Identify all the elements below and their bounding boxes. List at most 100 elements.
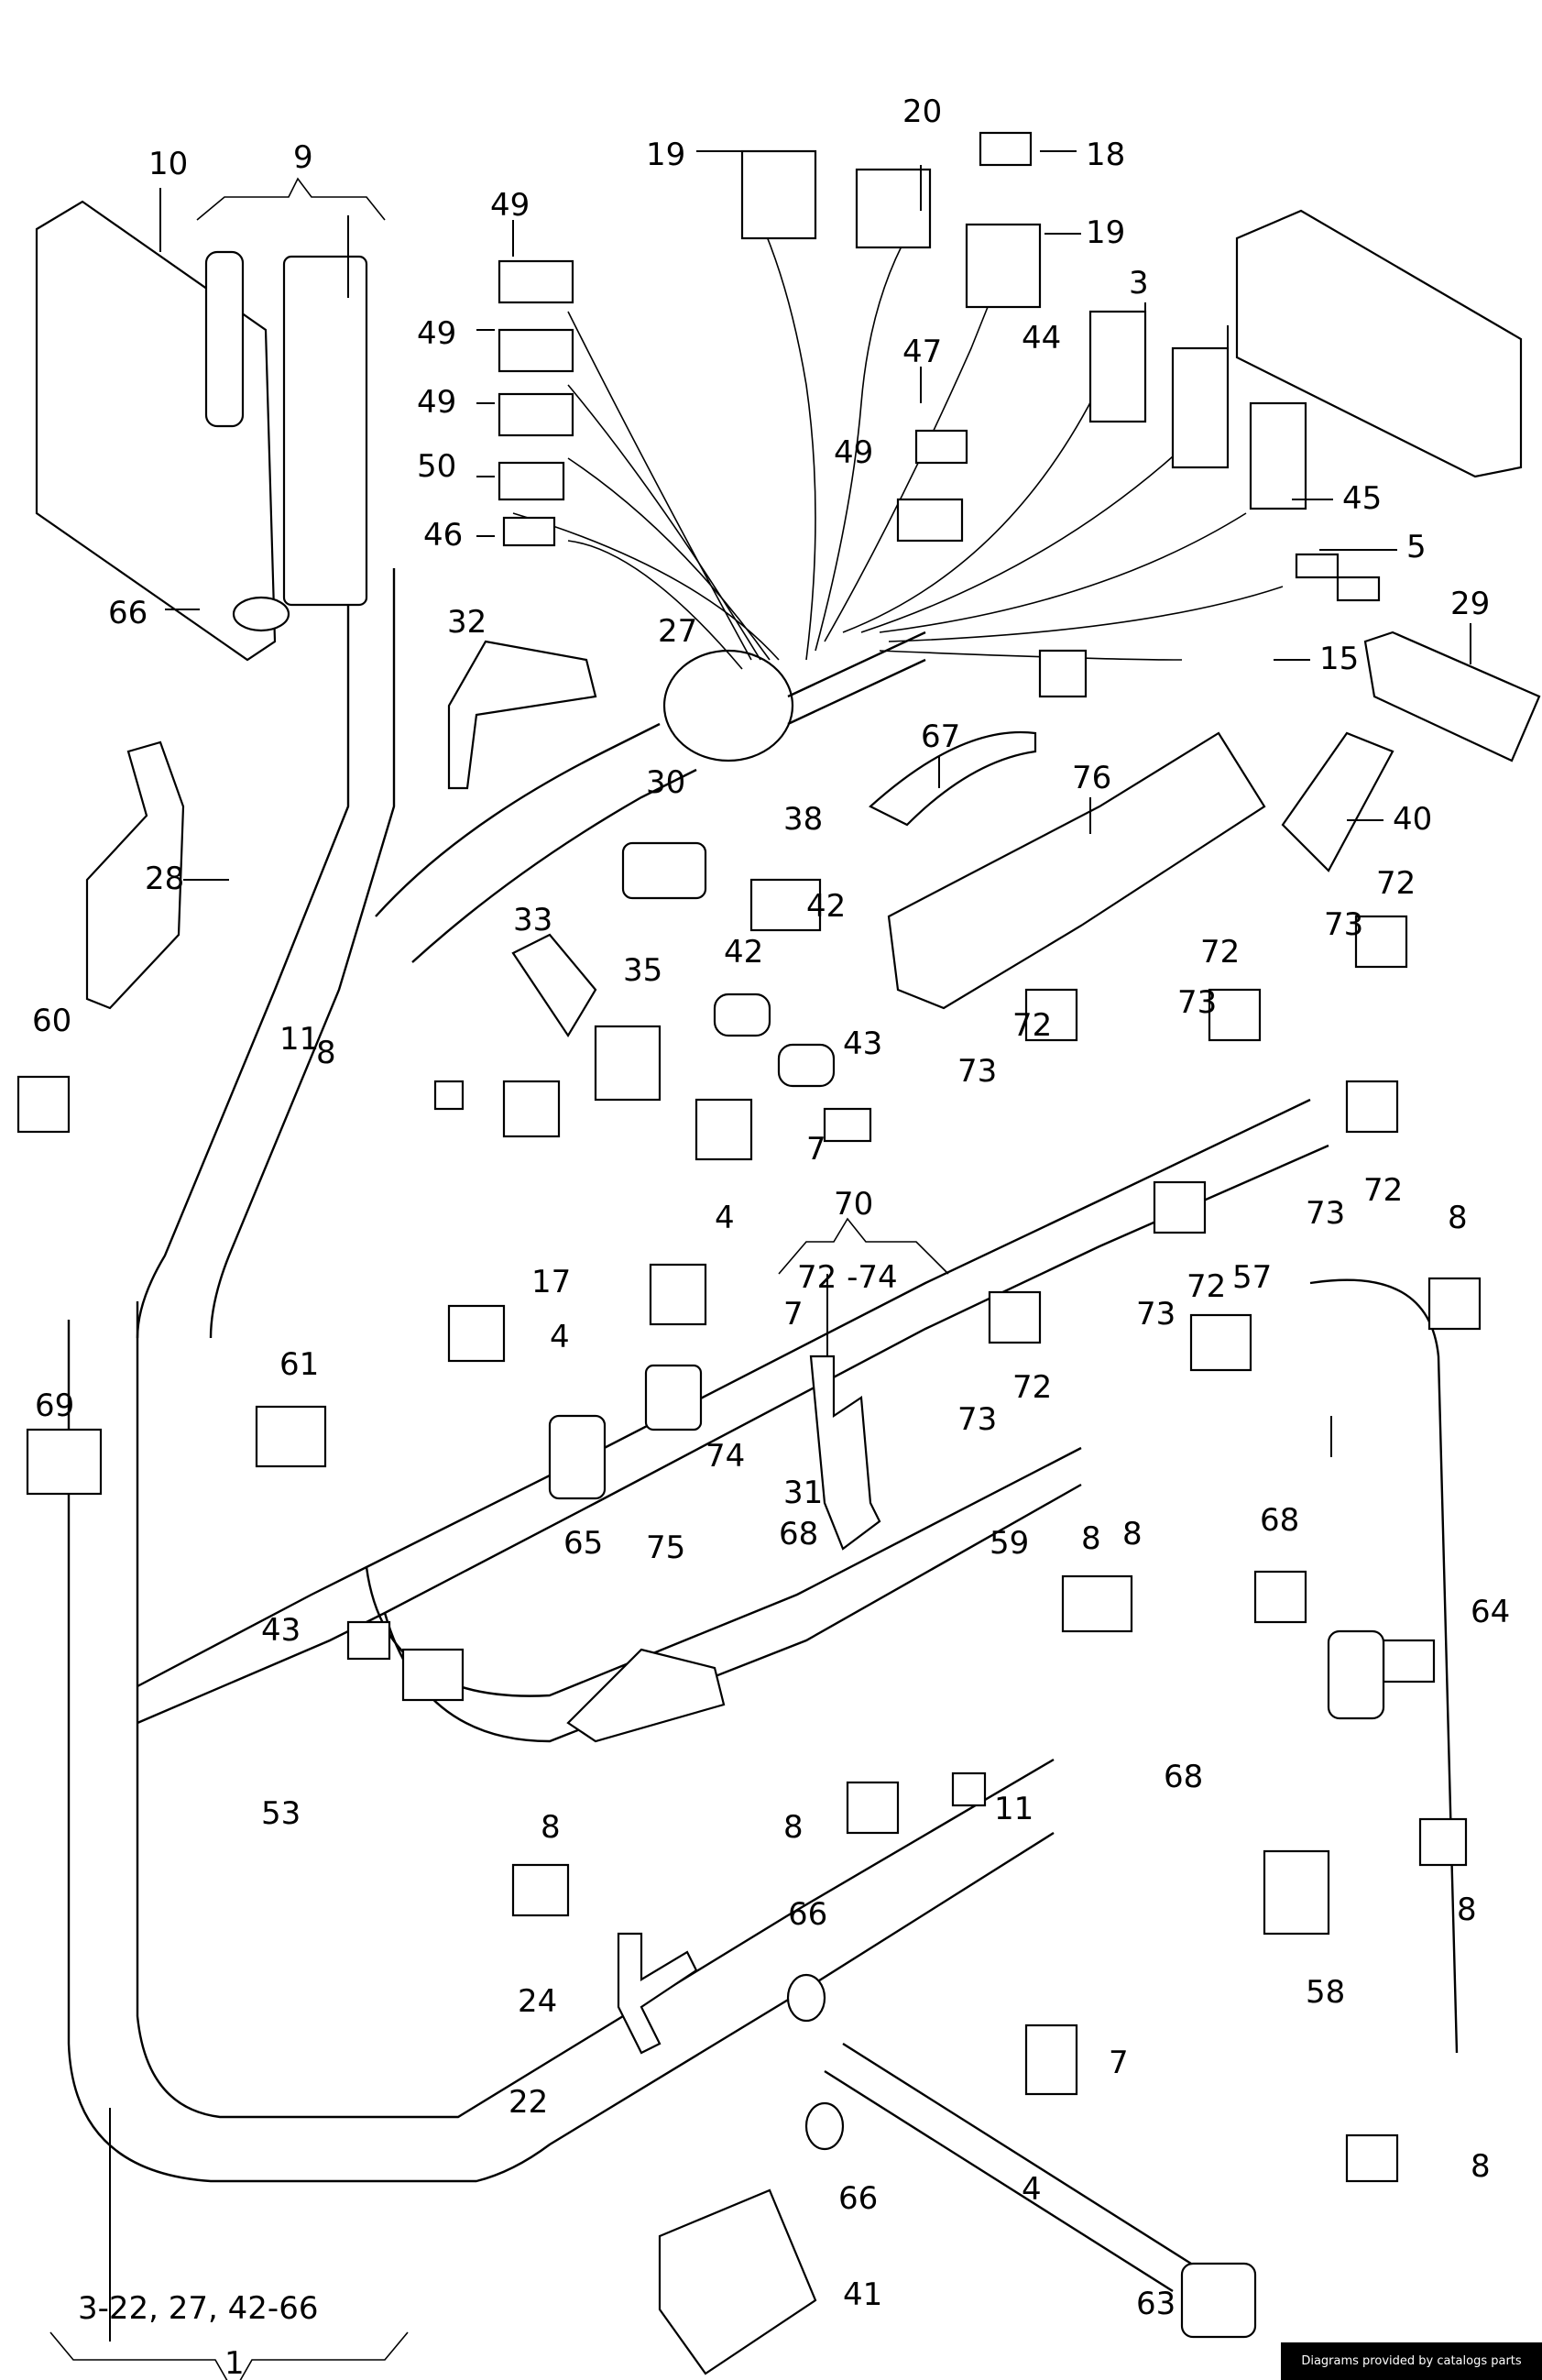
callout-69: 69 xyxy=(35,1387,74,1424)
callout-28: 28 xyxy=(145,861,184,897)
callout-64: 64 xyxy=(1471,1594,1510,1630)
callout-61: 61 xyxy=(279,1346,319,1383)
callout-46: 46 xyxy=(423,517,463,554)
upper-wire-fan xyxy=(512,201,1284,670)
callout-72: 72 xyxy=(1012,1369,1052,1406)
callout-38: 38 xyxy=(783,801,823,838)
callout-68: 68 xyxy=(779,1516,818,1552)
callout-18: 18 xyxy=(1086,137,1125,173)
callout-42: 42 xyxy=(806,888,846,925)
callout-8: 8 xyxy=(1471,2148,1491,2185)
callout-65: 65 xyxy=(563,1525,603,1562)
callout-4: 4 xyxy=(550,1319,570,1355)
callout-27: 27 xyxy=(658,613,697,650)
callout-40: 40 xyxy=(1393,801,1432,838)
callout-19: 19 xyxy=(646,137,685,173)
callout-range: 3-22, 27, 42-66 xyxy=(78,2290,318,2327)
callout-19: 19 xyxy=(1086,214,1125,251)
callout-66: 66 xyxy=(108,595,148,631)
leader-lines xyxy=(49,150,1471,2380)
callout-42: 42 xyxy=(724,934,763,971)
callout-3: 3 xyxy=(1129,265,1149,302)
callout-22: 22 xyxy=(509,2084,548,2121)
callout-43: 43 xyxy=(261,1612,301,1649)
callout-35: 35 xyxy=(623,952,662,989)
callout-72: 72 xyxy=(1376,865,1416,902)
callout-58: 58 xyxy=(1306,1974,1345,2011)
callout-8: 8 xyxy=(316,1035,336,1071)
callout-8: 8 xyxy=(1448,1200,1468,1236)
callout-73: 73 xyxy=(1306,1195,1345,1232)
callout-72: 72 xyxy=(1012,1007,1052,1044)
fuse-relay-box xyxy=(1235,209,1523,478)
callout-76: 76 xyxy=(1072,760,1111,796)
main-harness xyxy=(67,568,1459,2293)
callout-68: 68 xyxy=(1260,1502,1299,1539)
relay-18 xyxy=(979,131,1033,167)
callout-73: 73 xyxy=(1324,906,1363,943)
callout-66: 66 xyxy=(838,2180,878,2217)
callout-66: 66 xyxy=(788,1896,827,1933)
callout-7: 7 xyxy=(783,1296,804,1333)
callout-31: 31 xyxy=(783,1475,823,1511)
callout-7: 7 xyxy=(806,1131,826,1168)
callout-4: 4 xyxy=(1022,2171,1042,2208)
callout-72: 72 xyxy=(1363,1172,1403,1209)
callout-43: 43 xyxy=(843,1025,882,1062)
callout-20: 20 xyxy=(902,93,942,130)
callout-50: 50 xyxy=(417,448,456,485)
relay-19-right xyxy=(965,223,1042,309)
callout-49: 49 xyxy=(417,384,456,421)
callout-74: 74 xyxy=(705,1438,745,1475)
callout-73: 73 xyxy=(957,1053,997,1090)
callout-53: 53 xyxy=(261,1795,301,1832)
relay-20 xyxy=(855,168,932,249)
callout-33: 33 xyxy=(513,902,552,938)
callout-17: 17 xyxy=(531,1264,571,1300)
callout-24: 24 xyxy=(518,1983,557,2020)
callout-59: 59 xyxy=(990,1525,1029,1562)
callout-8: 8 xyxy=(1081,1520,1101,1557)
callout-72-74: 72 -74 xyxy=(797,1259,898,1296)
watermark-credit: Diagrams provided by catalogs parts xyxy=(1281,2342,1542,2380)
callout-47: 47 xyxy=(902,334,942,370)
callout-75: 75 xyxy=(646,1530,685,1566)
callout-4: 4 xyxy=(715,1200,735,1236)
callout-57: 57 xyxy=(1232,1259,1272,1296)
callout-41: 41 xyxy=(843,2276,882,2313)
callout-11: 11 xyxy=(279,1021,319,1058)
callout-72: 72 xyxy=(1200,934,1240,971)
callout-labels: 9 10 49 49 49 50 46 66 32 27 19 20 18 19… xyxy=(32,93,1510,2380)
callout-49: 49 xyxy=(417,315,456,352)
relay-19-top xyxy=(740,149,817,240)
callout-30: 30 xyxy=(646,764,685,801)
ecu-seal xyxy=(204,250,245,428)
callout-60: 60 xyxy=(32,1003,71,1039)
ecu-connector xyxy=(282,255,368,607)
callout-68: 68 xyxy=(1164,1759,1203,1795)
callout-7: 7 xyxy=(1109,2045,1129,2081)
callout-9: 9 xyxy=(293,139,313,176)
callout-70: 70 xyxy=(834,1186,873,1223)
callout-73: 73 xyxy=(957,1401,997,1438)
callout-15: 15 xyxy=(1319,641,1359,677)
callout-49: 49 xyxy=(490,187,530,224)
callout-8: 8 xyxy=(541,1809,561,1846)
parts xyxy=(16,131,1541,2375)
callout-63: 63 xyxy=(1136,2286,1176,2322)
callout-45: 45 xyxy=(1342,480,1382,517)
callout-11: 11 xyxy=(994,1791,1033,1827)
callout-73: 73 xyxy=(1177,984,1217,1021)
callout-5: 5 xyxy=(1406,529,1427,565)
callout-32: 32 xyxy=(447,604,487,641)
callout-8: 8 xyxy=(1122,1516,1143,1552)
callout-44: 44 xyxy=(1022,320,1061,356)
callout-8: 8 xyxy=(1457,1892,1477,1928)
grommet xyxy=(662,649,794,762)
callout-72: 72 xyxy=(1187,1268,1226,1305)
callout-29: 29 xyxy=(1450,586,1490,622)
callout-1: 1 xyxy=(224,2345,245,2380)
callout-67: 67 xyxy=(921,718,960,755)
callout-10: 10 xyxy=(148,146,188,182)
